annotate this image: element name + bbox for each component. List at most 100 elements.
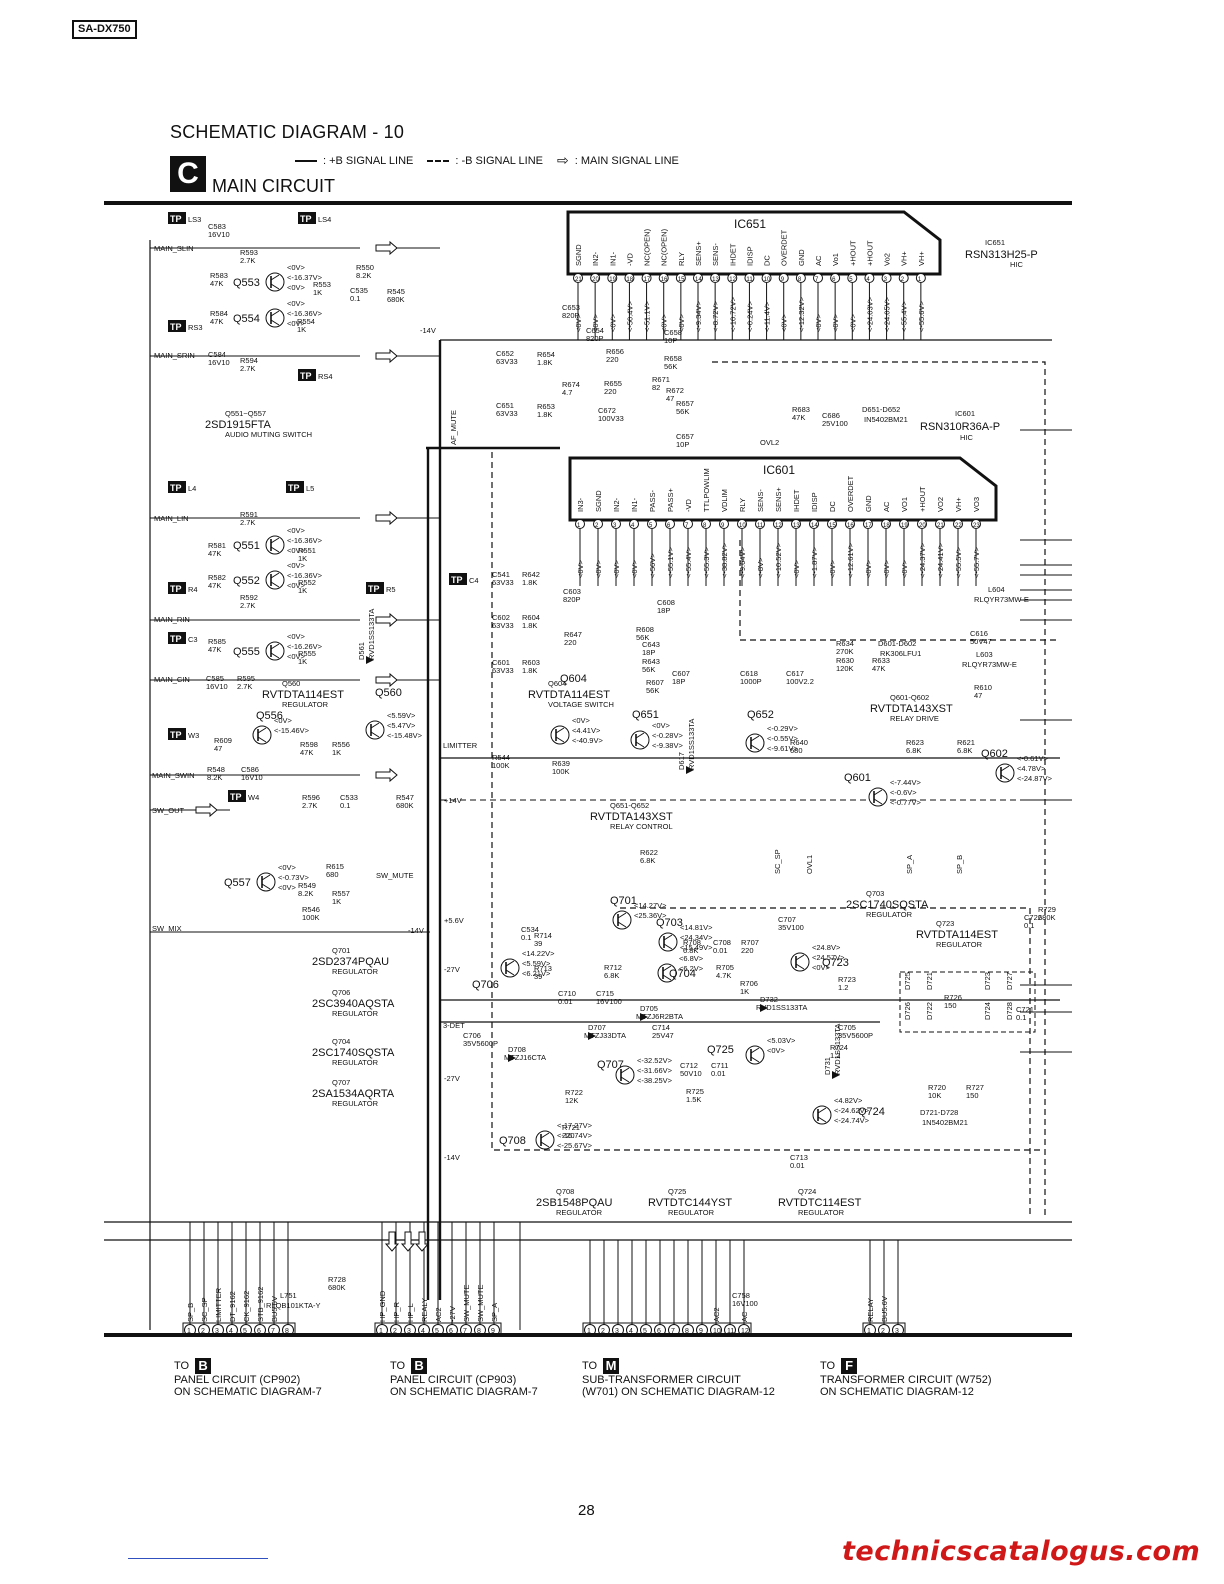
ic601-pin-circle: [917, 519, 927, 529]
part-c601-value: 63V33: [492, 666, 514, 675]
ic601-pin-17: GND: [864, 495, 873, 512]
ic651-pin-circle: [847, 273, 858, 283]
bridge-diode-d725: D725: [903, 972, 912, 990]
bridge-diode-d728: D728: [1005, 1002, 1014, 1020]
dest-badge: M: [603, 1358, 620, 1374]
part-r552-ref: R552: [298, 578, 316, 587]
part-r723-ref: R723: [838, 975, 856, 984]
connector-w701-pin-label: AC: [740, 1311, 749, 1322]
part-r556-value: 1K: [332, 748, 341, 757]
part-r554-ref: R554: [297, 317, 315, 326]
transistor-q708-emitter: [540, 1141, 550, 1148]
group-q651-q652-refs: Q651-Q652: [610, 801, 649, 810]
bridge-diode-d726: D726: [903, 1002, 912, 1020]
part-c710-value: 0.01: [558, 997, 573, 1006]
ic601-pin-2: SGND: [594, 490, 603, 512]
part-c658-value: 10P: [664, 336, 677, 345]
coil-l751-part: RLQB101KTA-Y: [266, 1301, 320, 1310]
ic601-pin-number: 6: [667, 523, 671, 529]
ic651-pin-circle: [675, 273, 686, 283]
part-r721-ref: R721: [562, 1123, 580, 1132]
part-c652-value: 63V33: [496, 357, 518, 366]
group-q706-part: 2SC3940AQSTA: [312, 998, 395, 1010]
transistor-q708-ref: Q708: [499, 1135, 526, 1147]
ic651-pin-circle: [573, 273, 583, 283]
connector-cn903-pin-number: 9: [491, 1328, 495, 1335]
part-r728-ref: R728: [328, 1275, 346, 1284]
diode-group-part: IN5402BM21: [864, 415, 908, 424]
ic601-pin-number: 12: [775, 523, 782, 529]
transistor-q604-voltage: <-40.9V>: [572, 736, 603, 745]
ic651-pin-circle: [710, 273, 721, 283]
ic651-pin-circle: [607, 273, 618, 283]
part-r610-value: 47: [974, 691, 982, 700]
transistor-q551-collector: [270, 537, 280, 544]
part-r720-value: 10K: [928, 1091, 941, 1100]
part-r581-ref: R581: [208, 541, 226, 550]
transistor-q707-ref: Q707: [597, 1059, 624, 1071]
transistor-q555-body: [265, 641, 285, 661]
group-q701-refs: Q701: [332, 946, 350, 955]
part-r707-value: 220: [741, 946, 754, 955]
transistor-q556-ref: Q556: [256, 710, 283, 722]
part-r609-value: 47: [214, 744, 222, 753]
connector-cn902-pin-label: CK_9162: [242, 1291, 251, 1322]
transistor-q601-collector: [873, 789, 883, 796]
group-q725-refs: Q725: [668, 1187, 686, 1196]
transistor-q652-body: [745, 733, 765, 753]
part-r621-ref: R621: [957, 738, 975, 747]
connector-w701-pin-number: 9: [699, 1328, 703, 1335]
transistor-q604-voltage: <4.41V>: [572, 726, 601, 735]
ic601-outline: [568, 456, 998, 522]
connector-cn902-pin-number: 7: [271, 1328, 275, 1335]
connector-w701-pin-number: 11: [727, 1328, 734, 1335]
dashed-line-swatch: [427, 159, 450, 162]
connector-w701-pin-circle: [738, 1324, 750, 1335]
signal-main-cin: MAIN_CIN: [154, 675, 190, 684]
connector-cn902-pin-number: 8: [285, 1328, 289, 1335]
part-c535-ref: C535: [350, 286, 368, 295]
transistor-q553-emitter: [270, 283, 280, 290]
transistor-q560-body: [365, 720, 385, 740]
part-r642-ref: R642: [522, 570, 540, 579]
watermark: technicscatalogus.com: [842, 1536, 1201, 1567]
tp-l5-tp-label: TP: [288, 483, 300, 493]
ic601-pin-number: 23: [973, 523, 980, 529]
bridge-diode-d721: D721: [925, 972, 934, 990]
ic651-tag-ref: IC651: [985, 238, 1005, 247]
transistor-q704-voltage: <6.2V>: [679, 964, 704, 973]
coil-l751-ref: L751: [280, 1291, 297, 1300]
ic651-pin-21: VH+: [917, 251, 926, 266]
transistor-q725-voltage: <5.03V>: [767, 1036, 796, 1045]
page-number: 28: [578, 1502, 595, 1519]
connector-cn902-pin-circle: [184, 1324, 196, 1335]
page-title: SCHEMATIC DIAGRAM - 10: [170, 122, 405, 142]
ic651-pin-13: OVERDET: [780, 229, 789, 266]
part-r607-ref: R607: [646, 678, 664, 687]
group-q701-func: REGULATOR: [332, 967, 379, 976]
part-r633-value: 47K: [872, 664, 885, 673]
part-r634-value: 270K: [836, 647, 854, 656]
part-c705-value: 35V5600P: [838, 1031, 873, 1040]
transistor-q708-body: [535, 1130, 555, 1150]
ic601-pin-circle: [953, 519, 963, 529]
part-r556-ref: R556: [332, 740, 350, 749]
rail-label: -14V: [444, 1153, 460, 1162]
part-c686-ref: C686: [822, 411, 840, 420]
connector-w701-pin-number: 5: [643, 1328, 647, 1335]
part-c585-ref: C585: [206, 674, 224, 683]
signal-arrow-icon: [375, 767, 398, 783]
connector-w701-pin-circle: [696, 1324, 708, 1335]
dest-line2: (W701) ON SCHEMATIC DIAGRAM-12: [582, 1386, 775, 1398]
part-r585-ref: R585: [208, 637, 226, 646]
ic601-pin-circle: [755, 519, 765, 529]
footer-link-line: [128, 1558, 268, 1559]
ic601-type: HIC: [960, 433, 974, 442]
signal-arrow-icon: [375, 240, 398, 256]
part-r729-value: 680K: [1038, 913, 1056, 922]
transistor-q701-body: [612, 910, 632, 930]
transistor-q725-emitter: [750, 1056, 760, 1063]
transistor-q652-ref: Q652: [747, 709, 774, 721]
part-r607-value: 56K: [646, 686, 659, 695]
signal-af_mute: AF_MUTE: [449, 410, 458, 445]
